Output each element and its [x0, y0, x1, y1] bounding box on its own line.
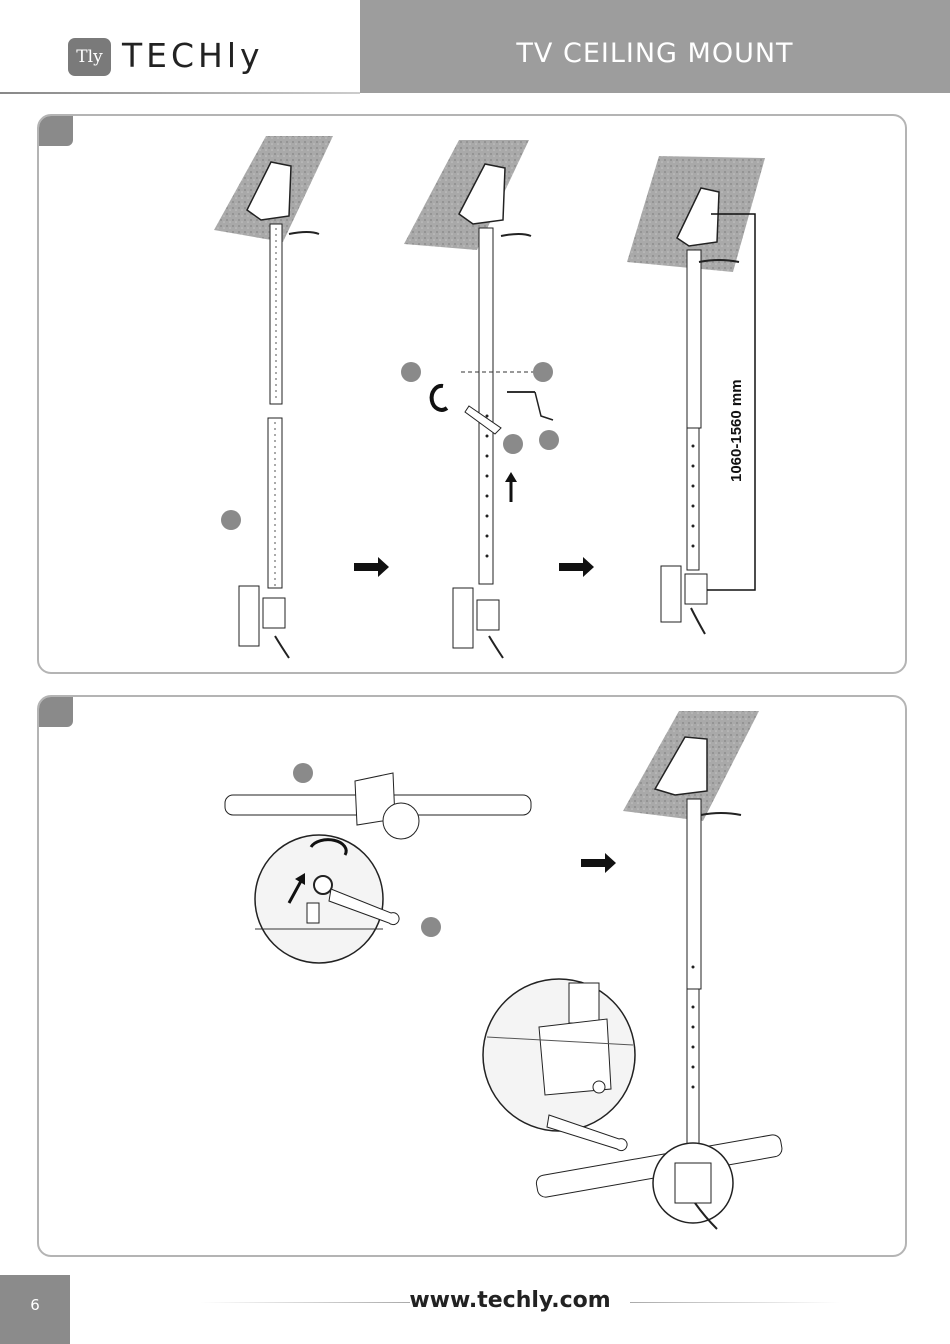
callout-marker — [221, 510, 241, 530]
brand-logo-text: TECHly — [122, 36, 264, 75]
step-panel-1: 1060-1560 mm — [37, 114, 907, 674]
arrow-right-icon — [559, 557, 594, 577]
dimension-label: 1060-1560 mm — [728, 379, 745, 482]
header-divider — [0, 92, 360, 94]
step1-illustration: 1060-1560 mm — [39, 116, 905, 672]
brand-logo-icon: Tly — [68, 38, 111, 76]
footer-rule-right — [630, 1302, 840, 1303]
arrow-right-icon — [581, 853, 616, 873]
footer-url[interactable]: www.techly.com — [375, 1288, 645, 1313]
detail-zoom — [255, 835, 383, 963]
arrow-up-icon — [505, 472, 517, 482]
arrow-right-icon — [354, 557, 389, 577]
page-title: TV CEILING MOUNT — [360, 0, 950, 93]
brand-logo-mark: Tly — [68, 38, 111, 76]
rotate-arrow-icon — [432, 386, 447, 410]
step-panel-2 — [37, 695, 907, 1257]
page-number: 6 — [0, 1275, 70, 1344]
step2-illustration — [39, 697, 905, 1255]
